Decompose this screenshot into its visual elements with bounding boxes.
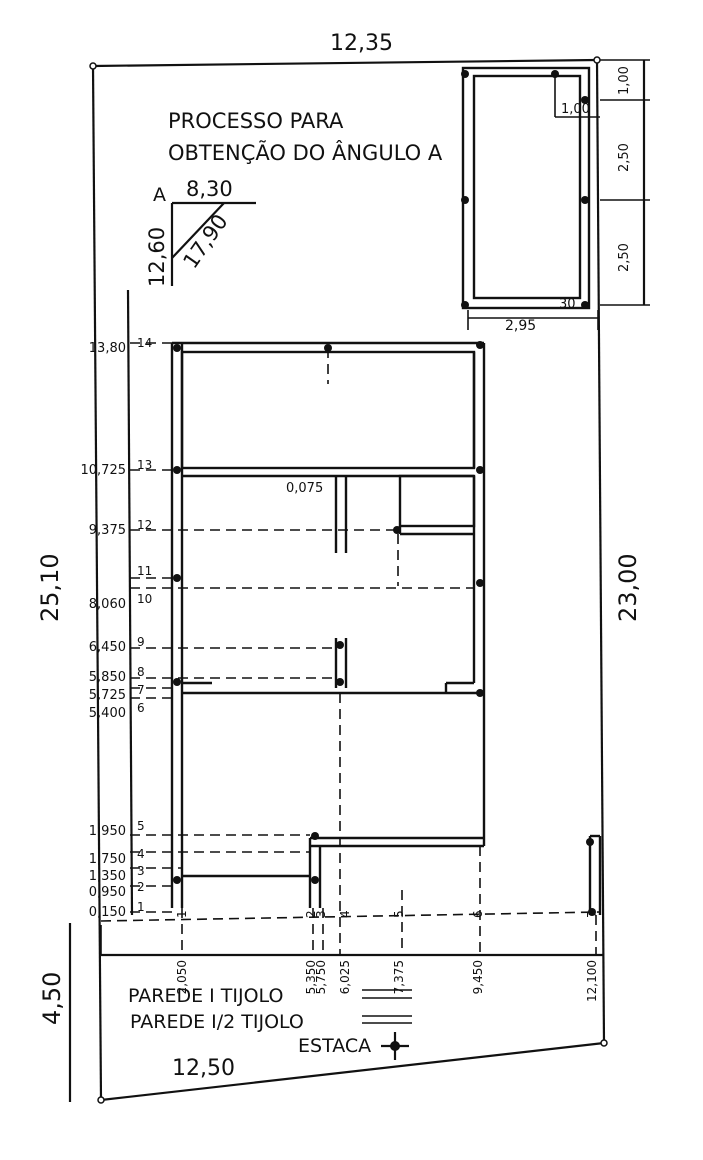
annex-building bbox=[461, 59, 650, 330]
angle-side-length: 12,60 bbox=[145, 227, 169, 287]
title-line2: OBTENÇÃO DO ÂNGULO A bbox=[168, 139, 443, 165]
y-level-value: 1,350 bbox=[89, 869, 126, 884]
y-level-number: 4 bbox=[137, 847, 145, 861]
angle-triangle bbox=[170, 201, 256, 286]
y-level-value: 9,375 bbox=[89, 523, 126, 538]
y-level-number: 2 bbox=[137, 880, 145, 894]
title-line1: PROCESSO PARA bbox=[168, 109, 344, 133]
y-level-value: 6,450 bbox=[89, 640, 126, 655]
angle-top-length: 8,30 bbox=[186, 177, 233, 201]
top-dimension: 12,35 bbox=[330, 31, 393, 56]
x-level-value: 6,025 bbox=[338, 960, 352, 994]
x-level-value: 7,375 bbox=[392, 960, 406, 994]
y-level-value: 1,950 bbox=[89, 824, 126, 839]
x-level-labels: 2,050 1 5,350 2 5,750 3 6,025 4 7,375 5 9,450 6 12,1… bbox=[175, 910, 599, 1002]
y-level-value: 1,750 bbox=[89, 852, 126, 867]
y-level-value: 5,400 bbox=[89, 706, 126, 721]
x-level-value: 12,100 bbox=[585, 960, 599, 1002]
x-level-value: 5,750 bbox=[314, 960, 328, 994]
y-level-value: 8,060 bbox=[89, 597, 126, 612]
x-level-value: 5,350 bbox=[304, 960, 318, 994]
reference-dashes bbox=[130, 342, 597, 955]
lot-boundary bbox=[89, 56, 608, 1104]
y-axis-line bbox=[126, 289, 134, 916]
x-level-number: 5 bbox=[392, 910, 406, 918]
house-walls bbox=[100, 341, 604, 957]
annex-width: 2,95 bbox=[505, 318, 536, 334]
annex-v1: 1,00 bbox=[617, 66, 632, 95]
annex-v3: 2,50 bbox=[617, 243, 632, 272]
y-level-value: 10,725 bbox=[81, 463, 127, 478]
legend: PAREDE I TIJOLO PAREDE I/2 TIJOLO ESTACA bbox=[128, 985, 412, 1060]
y-level-number: 13 bbox=[137, 458, 152, 472]
y-level-number: 8 bbox=[137, 665, 145, 679]
x-level-number: 2 bbox=[304, 910, 318, 918]
y-level-number: 6 bbox=[137, 701, 145, 715]
x-level-number: 4 bbox=[338, 910, 352, 918]
y-level-value: 0,150 bbox=[89, 905, 126, 920]
note-0075: 0,075 bbox=[286, 481, 323, 496]
piles bbox=[173, 70, 596, 916]
x-level-value: 2,050 bbox=[175, 960, 189, 994]
y-level-number: 10 bbox=[137, 592, 152, 606]
right-dimension: 23,00 bbox=[614, 553, 642, 622]
y-level-number: 14 bbox=[137, 336, 152, 350]
y-level-number: 3 bbox=[137, 864, 145, 878]
front-dimension: 4,50 bbox=[38, 972, 66, 1025]
annex-small: 30 bbox=[559, 297, 576, 312]
x-level-value: 9,450 bbox=[471, 960, 485, 994]
left-dimension: 25,10 bbox=[36, 553, 64, 622]
bottom-dimension: 12,50 bbox=[172, 1056, 235, 1081]
legend-wall1-label: PAREDE I TIJOLO bbox=[128, 985, 283, 1007]
y-level-value: 13,80 bbox=[89, 341, 126, 356]
y-level-number: 7 bbox=[137, 683, 145, 697]
x-level-number: 7 bbox=[585, 910, 599, 918]
legend-pile-label: ESTACA bbox=[298, 1035, 371, 1057]
x-level-number: 3 bbox=[314, 910, 328, 918]
x-level-number: 6 bbox=[471, 910, 485, 918]
x-level-number: 1 bbox=[175, 910, 189, 918]
angle-letter: A bbox=[153, 184, 166, 206]
annex-v2: 2,50 bbox=[617, 143, 632, 172]
y-level-number: 5 bbox=[137, 819, 145, 833]
legend-wall-half-label: PAREDE I/2 TIJOLO bbox=[130, 1011, 304, 1033]
annex-inner: 1,00 bbox=[561, 102, 590, 117]
y-level-value: 5,725 bbox=[89, 688, 126, 703]
pile-icon bbox=[381, 1032, 409, 1060]
y-level-number: 1 bbox=[137, 900, 145, 914]
y-level-number: 11 bbox=[137, 564, 152, 578]
y-level-value: 5,850 bbox=[89, 670, 126, 685]
y-level-value: 0,950 bbox=[89, 885, 126, 900]
y-level-number: 12 bbox=[137, 518, 152, 532]
y-level-number: 9 bbox=[137, 635, 145, 649]
